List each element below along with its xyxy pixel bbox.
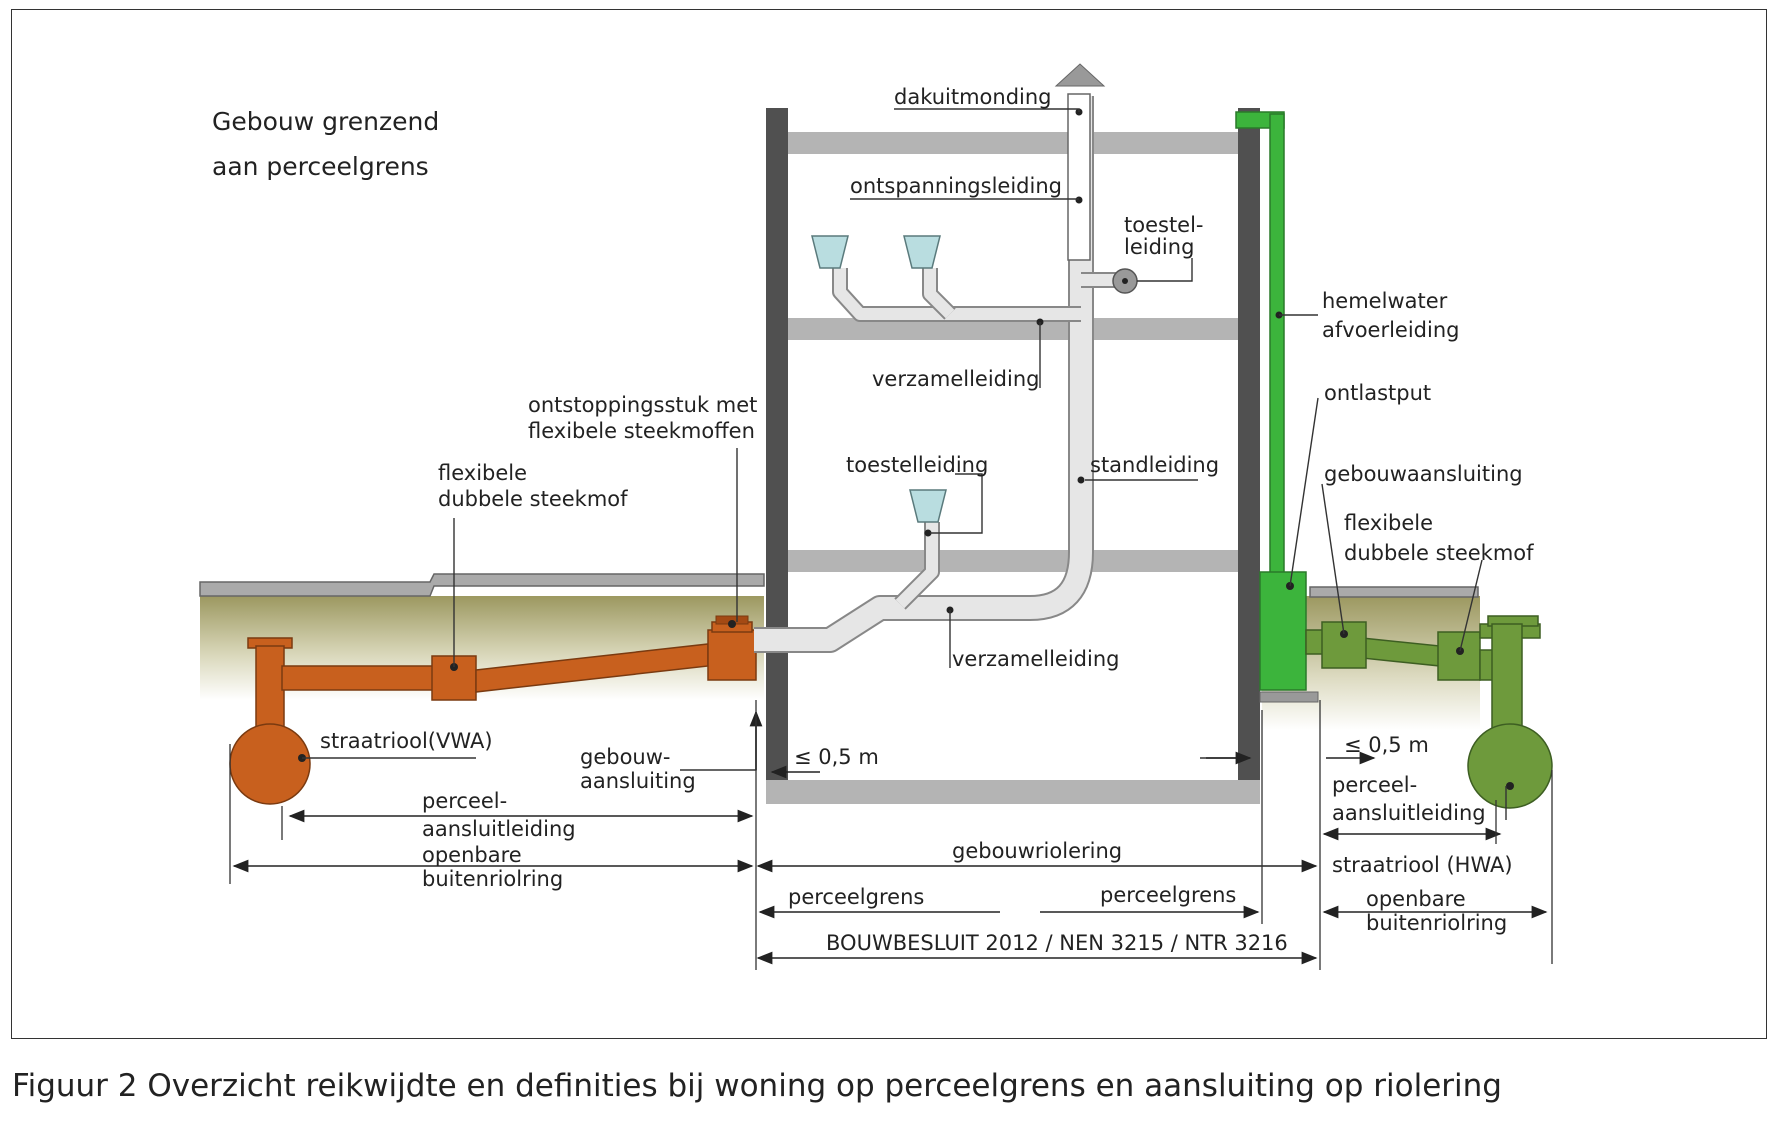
label-dakuitmonding: dakuitmonding bbox=[894, 85, 1052, 109]
building-walls bbox=[766, 108, 1260, 780]
label-perceel-aansluitleiding-right-2: aansluitleiding bbox=[1332, 801, 1486, 825]
label-perceelgrens-right: perceelgrens bbox=[1100, 883, 1236, 907]
label-toestel-leiding-top-1: toestel- bbox=[1124, 213, 1204, 237]
label-gebouw-aansluiting-1: gebouw- bbox=[580, 745, 671, 769]
label-straatriool-vwa: straatriool(VWA) bbox=[320, 729, 493, 753]
label-afstand-right: ≤ 0,5 m bbox=[1344, 733, 1429, 757]
label-gebouwaansluiting-right: gebouwaansluiting bbox=[1324, 462, 1523, 486]
label-flexibele-right-2: dubbele steekmof bbox=[1344, 541, 1534, 565]
label-hemelwater-1: hemelwater bbox=[1322, 289, 1448, 313]
heading-line-1: Gebouw grenzend bbox=[212, 107, 439, 136]
building-floors bbox=[766, 132, 1260, 804]
label-flexibele-left-1: flexibele bbox=[438, 461, 527, 485]
label-hemelwater-2: afvoerleiding bbox=[1322, 318, 1459, 342]
hwa-connection bbox=[1305, 615, 1553, 809]
ontlastput bbox=[1259, 571, 1319, 703]
label-toestelleiding-mid: toestelleiding bbox=[846, 453, 988, 477]
label-openbare-right-1: openbare bbox=[1366, 887, 1466, 911]
sewer-diagram: Gebouw grenzend aan perceelgrens dakuitm… bbox=[199, 63, 1553, 970]
label-flexibele-right-1: flexibele bbox=[1344, 511, 1433, 535]
label-perceel-aansluitleiding-left-2: aansluitleiding bbox=[422, 817, 576, 841]
label-gebouwriolering: gebouwriolering bbox=[952, 839, 1122, 863]
label-perceel-aansluitleiding-right-1: perceel- bbox=[1332, 773, 1417, 797]
label-standleiding: standleiding bbox=[1090, 453, 1219, 477]
rainwater-pipe bbox=[1235, 111, 1285, 577]
vwa-connection bbox=[229, 615, 757, 805]
stack-top-pipe bbox=[1054, 63, 1138, 294]
label-verzamelleiding-top: verzamelleiding bbox=[872, 367, 1039, 391]
label-gebouw-aansluiting-2: aansluiting bbox=[580, 769, 696, 793]
label-openbare-left-2: buitenriolring bbox=[422, 867, 563, 891]
heading-line-2: aan perceelgrens bbox=[212, 152, 429, 181]
label-toestel-leiding-top-2: leiding bbox=[1124, 235, 1194, 259]
leader-lines bbox=[302, 108, 1507, 820]
figure-frame bbox=[11, 9, 1767, 1039]
label-verzamelleiding-bottom: verzamelleiding bbox=[952, 647, 1119, 671]
dimension-arrows bbox=[232, 710, 1548, 965]
label-perceelgrens-left: perceelgrens bbox=[788, 885, 924, 909]
label-openbare-left-1: openbare bbox=[422, 843, 522, 867]
figure-caption: Figuur 2 Overzicht reikwijdte en definit… bbox=[12, 1068, 1502, 1104]
building-pipes bbox=[754, 96, 1128, 653]
label-perceel-aansluitleiding-left-1: perceel- bbox=[422, 789, 507, 813]
extension-lines bbox=[229, 700, 1553, 970]
label-flexibele-left-2: dubbele steekmof bbox=[438, 487, 628, 511]
label-ontstoppingsstuk-1: ontstoppingsstuk met bbox=[528, 393, 757, 417]
label-openbare-right-2: buitenriolring bbox=[1366, 911, 1507, 935]
label-ontstoppingsstuk-2: flexibele steekmoffen bbox=[528, 419, 755, 443]
label-straatriool-hwa: straatriool (HWA) bbox=[1332, 853, 1513, 877]
label-ontspanningsleiding: ontspanningsleiding bbox=[850, 174, 1062, 198]
label-afstand-left: ≤ 0,5 m bbox=[794, 745, 879, 769]
label-regulation: BOUWBESLUIT 2012 / NEN 3215 / NTR 3216 bbox=[826, 931, 1288, 955]
label-ontlastput: ontlastput bbox=[1324, 381, 1431, 405]
fixtures bbox=[811, 235, 947, 523]
